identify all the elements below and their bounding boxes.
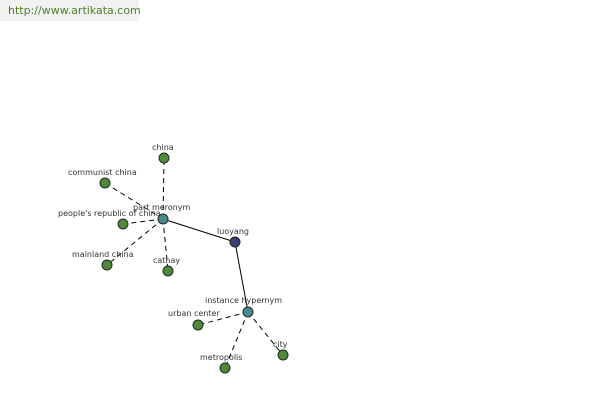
node-label-luoyang: luoyang (217, 227, 249, 236)
edge-instance-hypernym-to-metropolis (224, 311, 249, 369)
node-metropolis[interactable] (219, 362, 231, 374)
edge-part-meronym-to-peoples-republic-of-china (122, 218, 164, 225)
node-label-part-meronym: part meronym (133, 203, 190, 212)
edge-luoyang-to-instance-hypernym (234, 241, 249, 313)
edge-instance-hypernym-to-city (247, 311, 284, 356)
url-bar: http://www.artikata.com (0, 0, 141, 21)
node-peoples-republic-of-china[interactable] (117, 218, 129, 230)
edge-part-meronym-to-mainland-china (106, 218, 164, 266)
nodes-layer (99, 152, 289, 374)
site-url-link[interactable]: http://www.artikata.com (8, 4, 141, 17)
node-china[interactable] (158, 152, 170, 164)
node-part-meronym[interactable] (157, 213, 169, 225)
node-city[interactable] (277, 349, 289, 361)
edges-layer (104, 157, 284, 369)
node-urban-center[interactable] (192, 319, 204, 331)
node-label-instance-hypernym: instance hypernym (205, 296, 282, 305)
node-label-communist-china: communist china (68, 168, 137, 177)
node-communist-china[interactable] (99, 177, 111, 189)
node-label-cathay: cathay (153, 256, 180, 265)
node-label-city: city (273, 340, 288, 349)
node-label-urban-center: urban center (168, 309, 220, 318)
node-label-mainland-china: mainland china (72, 250, 134, 259)
node-cathay[interactable] (162, 265, 174, 277)
node-mainland-china[interactable] (101, 259, 113, 271)
edge-part-meronym-to-china (162, 157, 165, 220)
edge-part-meronym-to-communist-china (104, 182, 164, 220)
node-instance-hypernym[interactable] (242, 306, 254, 318)
labels-layer: luoyang part meronym instance hypernym chin… (58, 143, 288, 362)
node-label-metropolis: metropolis (200, 353, 242, 362)
node-label-china: china (152, 143, 174, 152)
node-luoyang[interactable] (229, 236, 241, 248)
edge-luoyang-to-part-meronym (162, 218, 236, 243)
node-label-peoples-republic-of-china: people's republic of china (58, 209, 161, 218)
